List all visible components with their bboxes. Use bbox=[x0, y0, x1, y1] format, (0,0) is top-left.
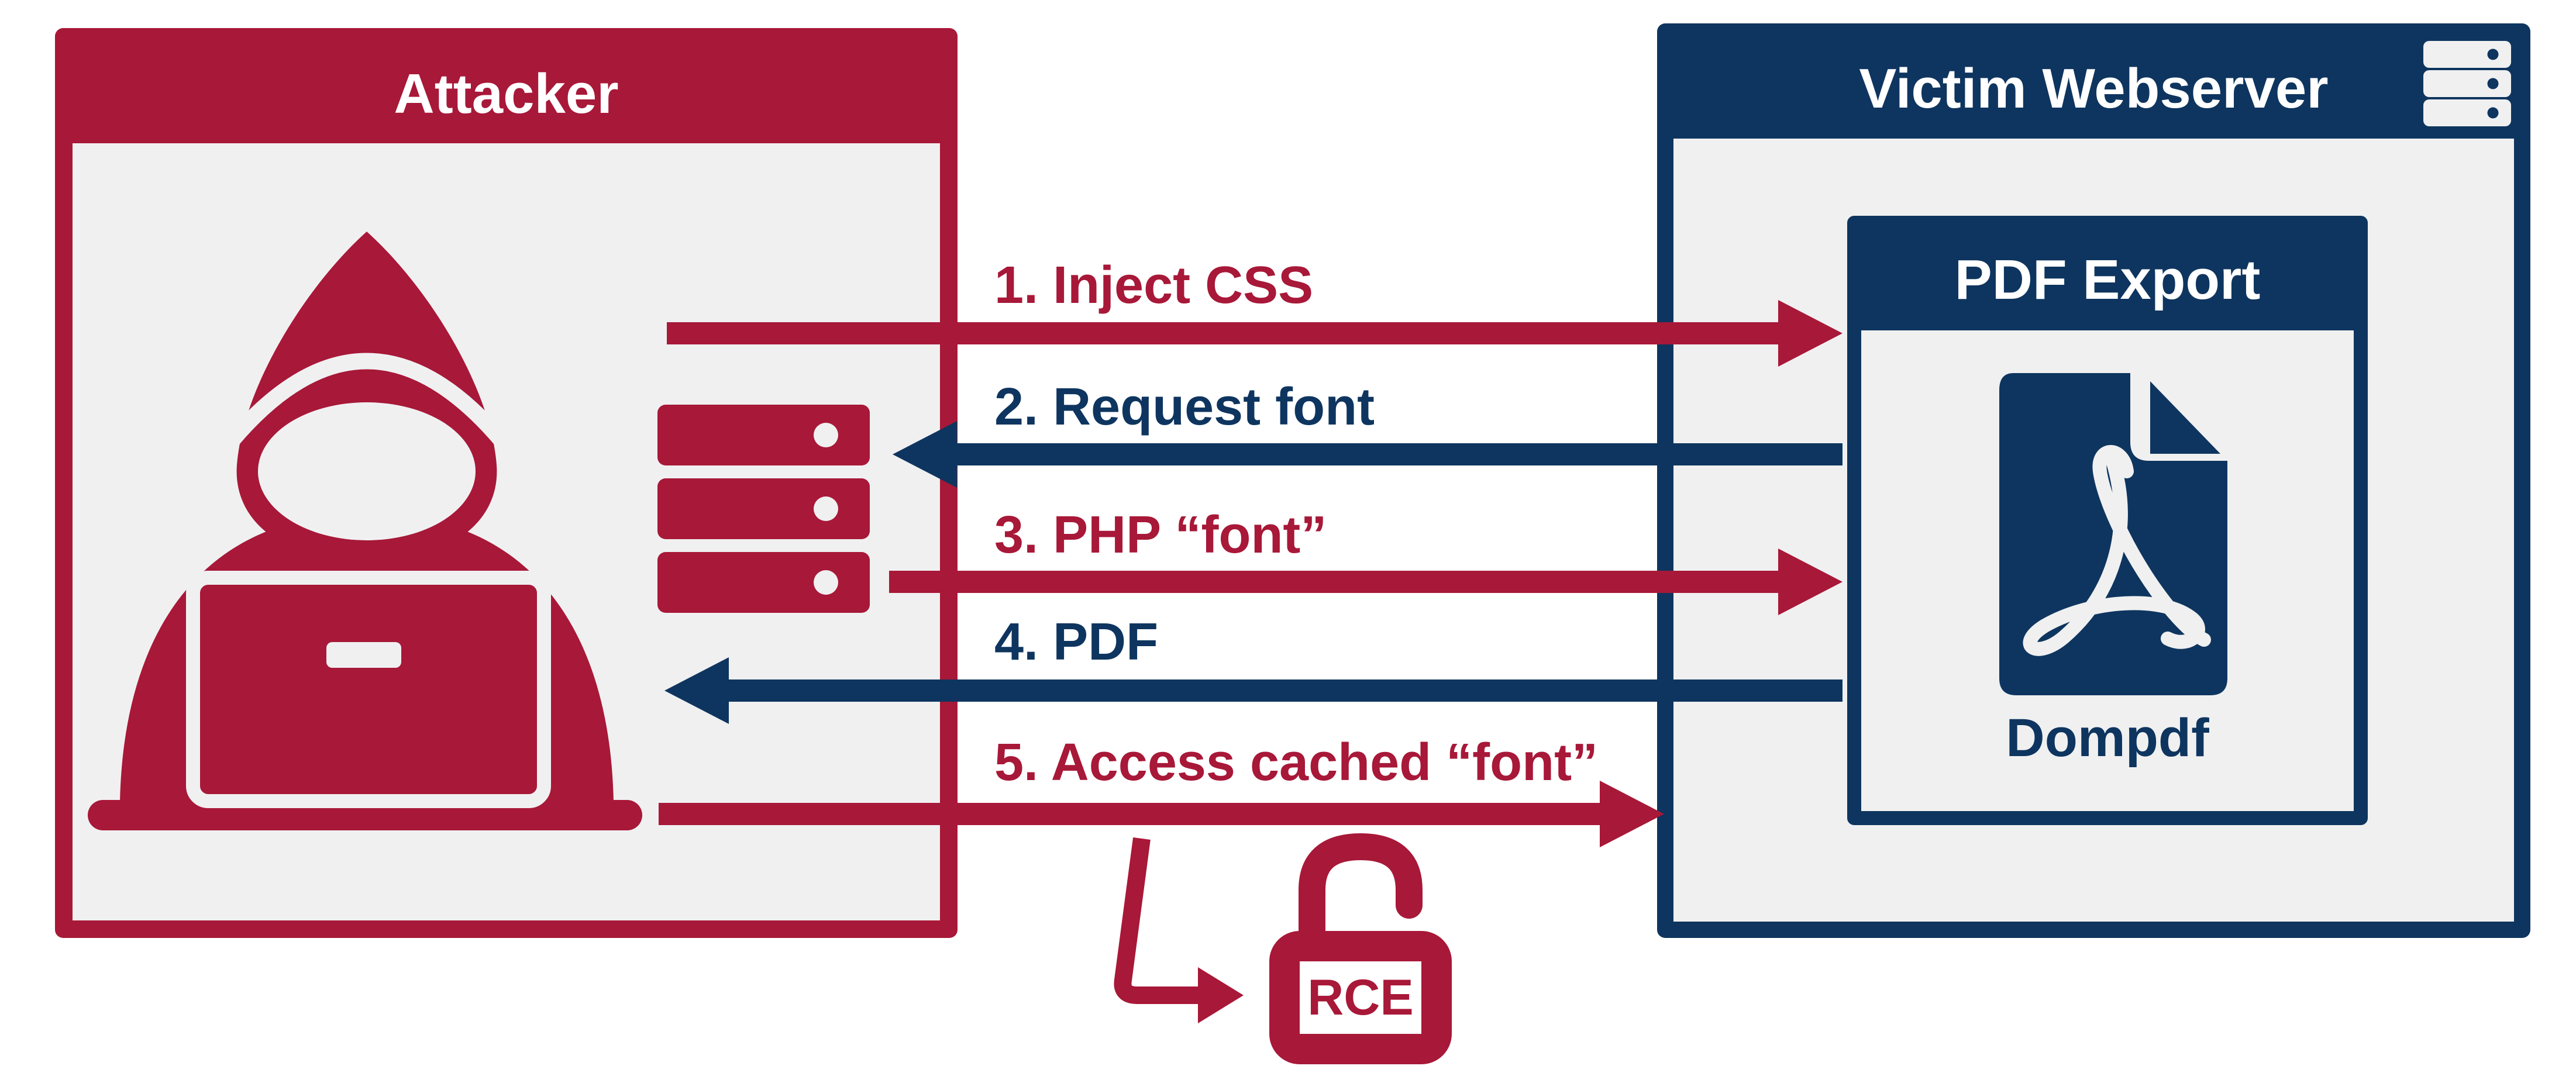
pdf-file-icon bbox=[1999, 373, 2227, 695]
step-label-3: 3. PHP “font” bbox=[994, 506, 1327, 564]
arrow-step-3 bbox=[889, 549, 1843, 615]
arrow-step-5 bbox=[659, 781, 1664, 847]
victim-panel-header: Victim Webserver bbox=[1673, 39, 2515, 139]
arrowhead-left-icon bbox=[664, 657, 729, 724]
unlocked-padlock-icon bbox=[1269, 833, 1452, 1064]
pdf-export-title: PDF Export bbox=[1954, 248, 2261, 311]
rce-arrow bbox=[1114, 837, 1244, 1023]
dompdf-label: Dompdf bbox=[2006, 708, 2209, 768]
victim-title: Victim Webserver bbox=[1859, 57, 2329, 120]
arrowhead-right-icon bbox=[1778, 549, 1843, 615]
arrowhead-right-icon bbox=[1778, 300, 1843, 367]
server-stack-icon bbox=[657, 405, 870, 613]
arrowhead-right-icon bbox=[1600, 781, 1664, 847]
step-label-1: 1. Inject CSS bbox=[994, 256, 1314, 315]
arrow-step-4 bbox=[664, 657, 1843, 724]
attacker-panel: Attacker bbox=[55, 28, 958, 938]
step-label-2: 2. Request font bbox=[994, 378, 1375, 436]
rce-label: RCE bbox=[1307, 970, 1414, 1026]
attacker-title: Attacker bbox=[394, 63, 619, 125]
step-label-4: 4. PDF bbox=[994, 613, 1159, 671]
acrobat-swoosh bbox=[2023, 445, 2211, 656]
webserver-icon bbox=[2423, 41, 2511, 126]
arrow-step-1 bbox=[667, 300, 1843, 367]
attacker-panel-header: Attacker bbox=[72, 45, 941, 143]
folded-corner bbox=[2150, 381, 2220, 454]
pdf-export-panel: PDF Export Dompdf bbox=[1847, 216, 2368, 825]
hacker-icon bbox=[88, 232, 642, 830]
pdf-export-header: PDF Export bbox=[1861, 229, 2354, 330]
arrowhead-left-icon bbox=[893, 421, 957, 488]
step-label-5: 5. Access cached “font” bbox=[994, 733, 1599, 792]
arrow-step-2 bbox=[893, 421, 1843, 488]
